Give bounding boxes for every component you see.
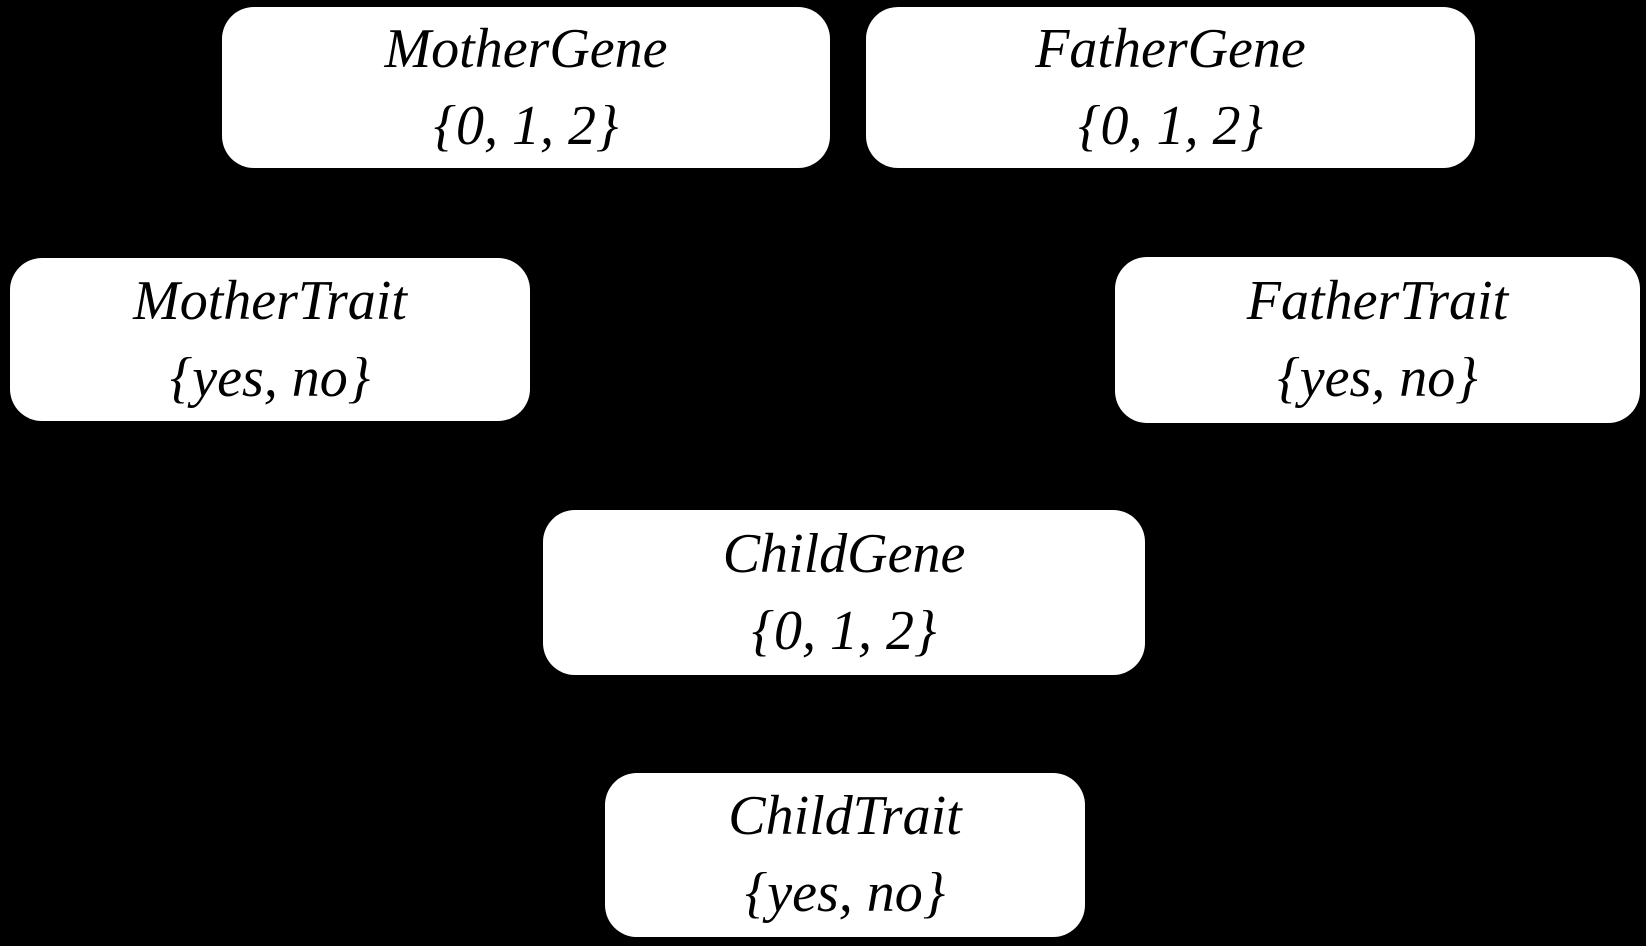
node-father-gene-domain: {0, 1, 2} [1078, 94, 1263, 157]
node-child-gene: ChildGene {0, 1, 2} [543, 510, 1145, 675]
node-child-gene-label: ChildGene [722, 522, 966, 585]
node-child-trait-domain: {yes, no} [744, 862, 946, 924]
node-father-trait-label: FatherTrait [1246, 270, 1509, 332]
node-mother-gene-label: MotherGene [384, 17, 668, 80]
node-child-trait: ChildTrait {yes, no} [605, 773, 1085, 937]
node-child-gene-domain: {0, 1, 2} [751, 599, 937, 662]
node-mother-trait: MotherTrait {yes, no} [10, 258, 530, 421]
node-father-trait: FatherTrait {yes, no} [1115, 257, 1640, 423]
node-father-trait-domain: {yes, no} [1277, 347, 1478, 409]
node-father-gene: FatherGene {0, 1, 2} [866, 7, 1475, 168]
node-mother-gene-domain: {0, 1, 2} [433, 94, 619, 157]
node-father-gene-label: FatherGene [1035, 17, 1306, 80]
node-mother-trait-label: MotherTrait [133, 269, 407, 332]
node-mother-trait-domain: {yes, no} [169, 346, 371, 409]
node-child-trait-label: ChildTrait [728, 785, 962, 847]
node-mother-gene: MotherGene {0, 1, 2} [222, 7, 830, 168]
